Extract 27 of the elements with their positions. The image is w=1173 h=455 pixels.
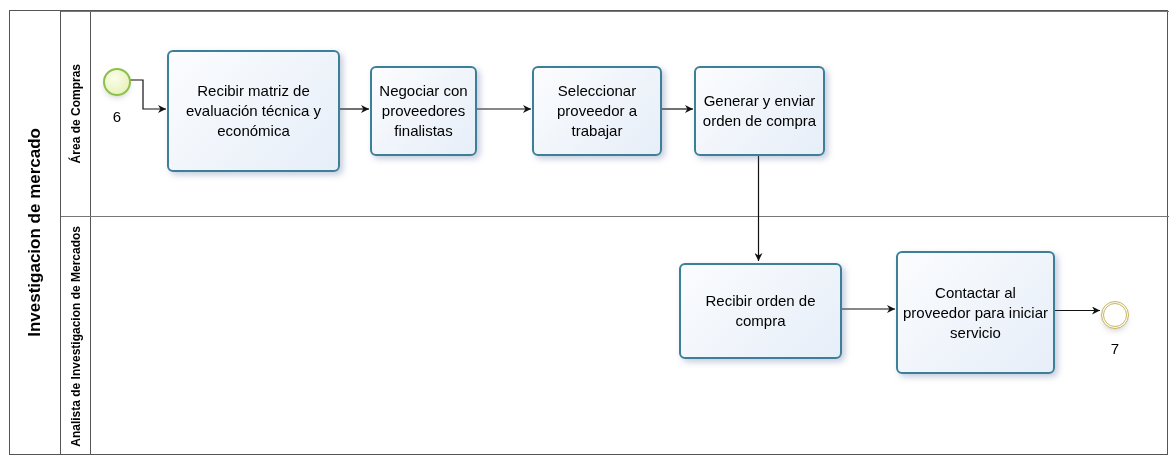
task-label: Negociar con proveedores finalistas bbox=[378, 81, 469, 141]
task-label: Recibir matriz de evaluación técnica y económica bbox=[184, 81, 323, 141]
event-number: 7 bbox=[1110, 339, 1120, 359]
task-label: Generar y enviar orden de compra bbox=[701, 91, 818, 131]
task-box bbox=[694, 66, 825, 156]
sequence-flow-arrow bbox=[475, 105, 532, 113]
sequence-flow-arrow bbox=[129, 79, 167, 113]
swimlane bbox=[61, 216, 1169, 455]
sequence-flow-arrow bbox=[660, 105, 694, 113]
sequence-flow-arrow bbox=[754, 153, 763, 262]
task-box bbox=[167, 50, 340, 172]
task-box bbox=[532, 66, 662, 156]
task-label: Contactar al proveedor para iniciar servicio bbox=[902, 282, 1049, 343]
event-number: 6 bbox=[112, 107, 122, 127]
lane-title: Analista de Investigacion de Mercados bbox=[68, 226, 83, 447]
pool bbox=[9, 10, 1168, 455]
task-box bbox=[370, 66, 477, 156]
swimlane bbox=[61, 11, 1169, 216]
lane-title: Área de Compras bbox=[68, 64, 83, 164]
task-box bbox=[896, 251, 1055, 374]
sequence-flow-arrow bbox=[338, 105, 370, 113]
task-label: Seleccionar proveedor a trabajar bbox=[555, 81, 639, 141]
pool-title: Investigacion de mercado bbox=[24, 128, 46, 337]
sequence-flow-arrow bbox=[840, 305, 896, 313]
task-label: Recibir orden de compra bbox=[704, 291, 817, 331]
sequence-flow-arrow bbox=[1053, 306, 1101, 315]
task-box bbox=[679, 263, 842, 359]
